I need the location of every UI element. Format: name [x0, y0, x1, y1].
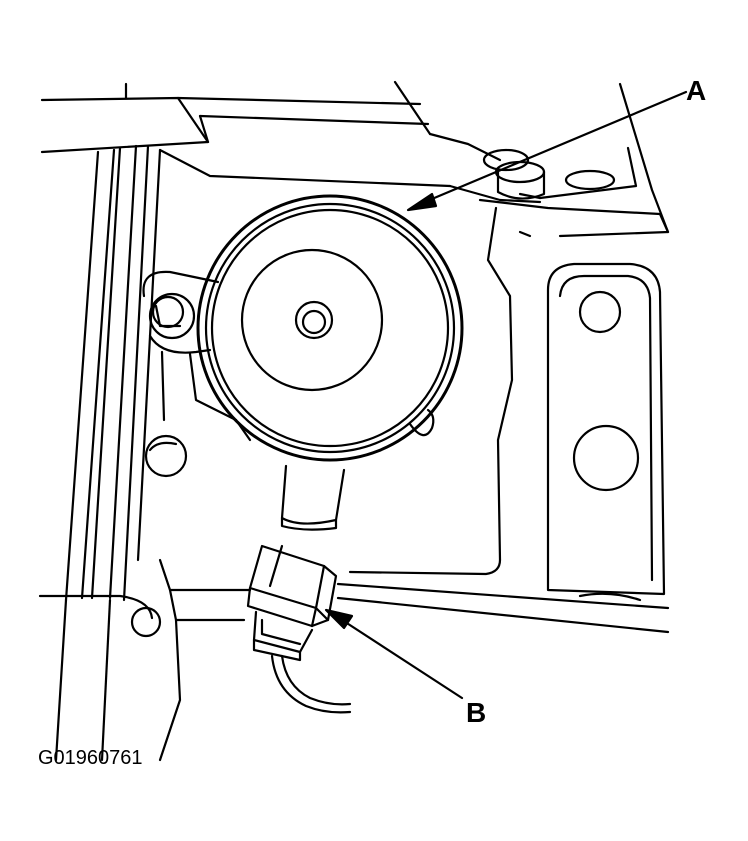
lower-panel-edge — [38, 558, 670, 762]
horn-terminal — [280, 464, 346, 531]
leader-arrow-a — [406, 90, 688, 212]
left-frame-pillar — [54, 144, 162, 762]
figure-id: G01960761 — [38, 747, 143, 769]
leader-arrow-b — [324, 608, 464, 700]
bracket-bolt — [148, 292, 196, 340]
lower-bolt — [144, 434, 188, 478]
right-panel — [546, 262, 666, 602]
right-bracket — [448, 82, 670, 562]
wire-harness — [270, 654, 352, 714]
upper-crossmember — [40, 80, 502, 188]
horn — [196, 194, 464, 462]
callout-a-label: A — [686, 75, 706, 106]
callout-b-label: B — [466, 697, 486, 728]
electrical-connector — [246, 544, 338, 662]
